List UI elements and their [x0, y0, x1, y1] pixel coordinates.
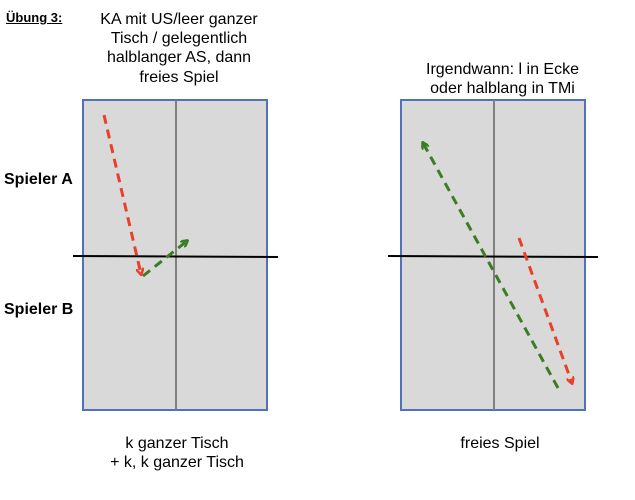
right-heading-line: oder halblang in TMi — [430, 80, 575, 98]
red-dashed-arrow-icon — [102, 114, 141, 274]
left-caption-line: + k, k ganzer Tisch — [110, 454, 244, 472]
green-dashed-arrow-icon — [142, 241, 187, 278]
left-heading-line: freies Spiel — [139, 68, 219, 86]
red-dashed-arrow-icon — [517, 237, 572, 383]
left-table — [72, 99, 279, 411]
right-caption: freies Spiel — [460, 435, 540, 452]
right-net — [387, 255, 599, 258]
right-heading-line: Irgendwann: l in Ecke — [426, 61, 579, 78]
player-b-label: Spieler B — [4, 301, 74, 318]
left-heading-line: Tisch / gelegentlich — [110, 30, 248, 48]
left-heading-line: halblanger AS, dann — [106, 49, 252, 67]
left-caption: k ganzer Tisch + k, k ganzer Tisch — [82, 434, 272, 472]
exercise-title: Übung 3: — [6, 10, 63, 25]
green-dashed-arrow-icon — [423, 143, 560, 389]
player-a-label: Spieler A — [4, 171, 73, 188]
left-net — [72, 255, 279, 258]
left-caption-line: k ganzer Tisch — [125, 435, 229, 452]
left-heading: KA mit US/leer ganzer Tisch / gelegentli… — [74, 10, 284, 87]
right-table — [387, 99, 599, 411]
left-heading-line: KA mit US/leer ganzer — [100, 11, 258, 28]
right-heading: Irgendwann: l in Ecke oder halblang in T… — [385, 60, 620, 98]
